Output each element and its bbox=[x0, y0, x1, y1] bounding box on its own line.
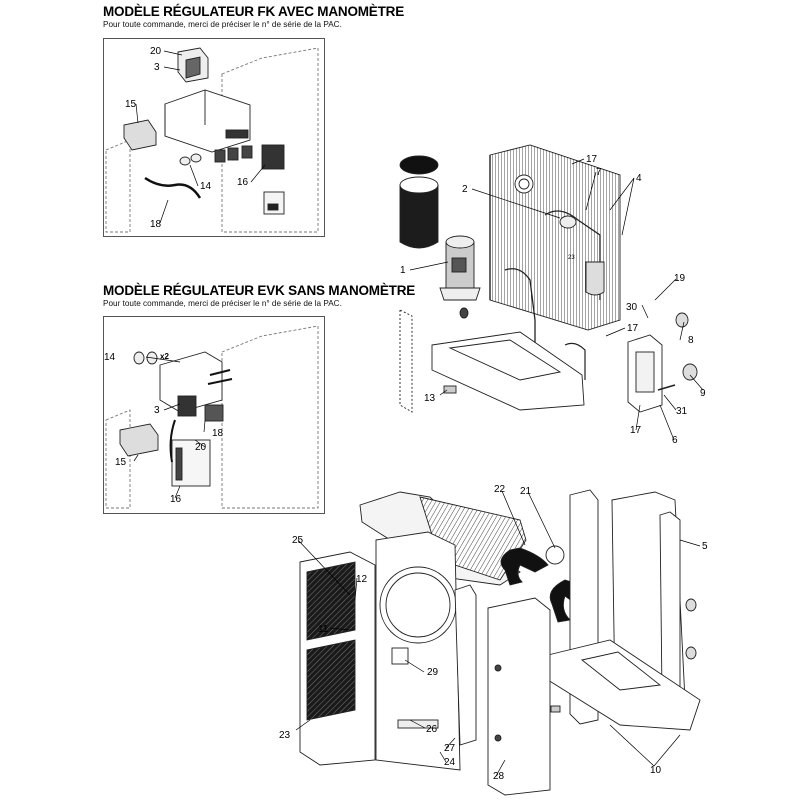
callout-main-19: 19 bbox=[674, 273, 686, 284]
section-title-fk: MODÈLE RÉGULATEUR FK AVEC MANOMÈTRE bbox=[103, 4, 404, 19]
callout-main-13: 13 bbox=[424, 393, 436, 404]
callout-evk-20: 20 bbox=[195, 442, 207, 453]
callout-casing-12: 12 bbox=[356, 574, 368, 585]
callout-main-9: 9 bbox=[700, 388, 706, 399]
callout-evk-15: 15 bbox=[115, 457, 127, 468]
callout-fk-3: 3 bbox=[154, 62, 160, 73]
callout-main-31: 31 bbox=[676, 406, 688, 417]
callout-main-1: 1 bbox=[400, 265, 406, 276]
section-subtitle-evk: Pour toute commande, merci de préciser l… bbox=[103, 299, 342, 308]
callout-casing-28: 28 bbox=[493, 771, 505, 782]
callout-evk-16: 16 bbox=[170, 494, 182, 505]
callout-fk-20: 20 bbox=[150, 46, 162, 57]
callout-main-8: 8 bbox=[688, 335, 694, 346]
section-subtitle-fk: Pour toute commande, merci de préciser l… bbox=[103, 20, 342, 29]
callout-evk-x2: x2 bbox=[160, 352, 169, 361]
callout-casing-10: 10 bbox=[650, 765, 662, 776]
callout-fk-16: 16 bbox=[237, 177, 249, 188]
callout-main-17a: 17 bbox=[586, 154, 598, 165]
callout-casing-25: 25 bbox=[292, 535, 304, 546]
leader-lines bbox=[133, 50, 704, 777]
callout-casing-26: 26 bbox=[426, 724, 438, 735]
callout-main-7: 7 bbox=[596, 167, 602, 178]
fk-panel-drawing bbox=[105, 47, 319, 233]
callout-evk-14: 14 bbox=[104, 352, 116, 363]
callout-fk-15: 15 bbox=[125, 99, 137, 110]
callout-casing-29: 29 bbox=[427, 667, 439, 678]
callout-evk-3: 3 bbox=[154, 405, 160, 416]
callout-main-6: 6 bbox=[672, 435, 678, 446]
callout-casing-5: 5 bbox=[702, 541, 708, 552]
callout-casing-27: 27 bbox=[444, 743, 456, 754]
evk-panel-drawing bbox=[105, 325, 319, 509]
callout-casing-24: 24 bbox=[444, 757, 456, 768]
callout-casing-23: 23 bbox=[279, 730, 291, 741]
callout-casing-22: 22 bbox=[494, 484, 506, 495]
callout-casing-11: 11 bbox=[318, 624, 329, 635]
refrigerant-circuit-drawing bbox=[399, 144, 698, 413]
callout-main-17c: 17 bbox=[630, 425, 642, 436]
callout-labels: 20 3 15 14 16 18 14 x2 3 18 20 15 16 17 … bbox=[104, 46, 708, 782]
callout-fk-18: 18 bbox=[150, 219, 162, 230]
callout-fk-14: 14 bbox=[200, 181, 212, 192]
callout-evk-18: 18 bbox=[212, 428, 224, 439]
callout-main-2: 2 bbox=[462, 184, 468, 195]
callout-main-30: 30 bbox=[626, 302, 638, 313]
callout-main-4: 4 bbox=[636, 173, 642, 184]
casing-drawing bbox=[299, 489, 701, 796]
section-title-evk: MODÈLE RÉGULATEUR EVK SANS MANOMÈTRE bbox=[103, 283, 416, 298]
callout-casing-21: 21 bbox=[520, 486, 532, 497]
callout-main-23: 23 bbox=[568, 255, 575, 261]
callout-main-17b: 17 bbox=[627, 323, 639, 334]
